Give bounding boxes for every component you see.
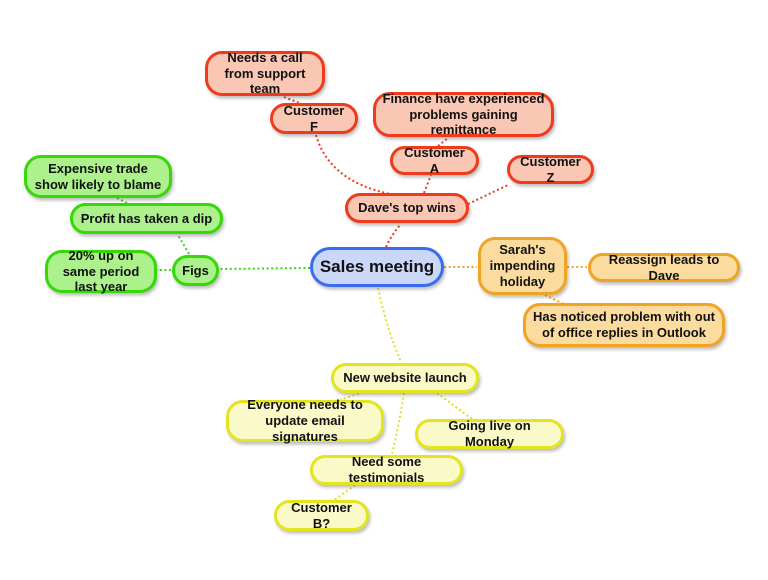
node-label: Dave's top wins — [358, 200, 456, 216]
node-label: Sales meeting — [319, 256, 435, 276]
connector-testimonials-to-customer-b — [332, 484, 356, 502]
node-email-signatures[interactable]: Everyone needs to update email signature… — [226, 397, 384, 444]
node-label: Needs a call from support team — [224, 49, 306, 97]
node-needs-call-support[interactable]: Needs a call from support team — [205, 49, 325, 97]
node-sales-meeting[interactable]: Sales meeting — [310, 247, 444, 287]
node-need-testimonials[interactable]: Need some testimonials — [310, 454, 463, 485]
connector-root-to-new-website — [377, 287, 402, 363]
connector-website-to-testimonials — [391, 392, 405, 455]
node-customer-f[interactable]: Customer F — [270, 103, 358, 134]
node-label: Everyone needs to update email signature… — [247, 397, 363, 444]
node-twenty-percent-up[interactable]: 20% up on same period last year — [45, 247, 157, 295]
connector-sarahs-to-has-noticed — [544, 294, 565, 305]
node-label: Customer F — [283, 102, 345, 134]
node-new-website-launch[interactable]: New website launch — [331, 363, 479, 393]
node-label: Customer A — [404, 144, 465, 176]
node-customer-b[interactable]: Customer B? — [274, 500, 369, 531]
connector-daves-to-customer-z — [467, 184, 509, 205]
connector-profit-to-expensive-trade — [116, 197, 128, 204]
node-label: Sarah's impending holiday — [489, 242, 556, 289]
node-label: Finance have experienced problems gainin… — [382, 90, 545, 138]
connector-website-to-going-live — [436, 392, 473, 420]
connector-customer-a-to-finance — [437, 137, 449, 147]
node-expensive-trade-show[interactable]: Expensive trade show likely to blame — [24, 155, 172, 198]
connector-daves-to-customer-f — [315, 134, 391, 195]
node-finance-remittance[interactable]: Finance have experienced problems gainin… — [373, 90, 554, 138]
node-label: Figs — [182, 262, 209, 278]
node-label: Expensive trade show likely to blame — [34, 160, 162, 192]
node-daves-top-wins[interactable]: Dave's top wins — [345, 193, 469, 223]
connector-root-to-daves-top-wins — [385, 223, 402, 248]
node-label: Need some testimonials — [348, 454, 425, 485]
connector-root-to-figs — [218, 267, 311, 270]
node-label: 20% up on same period last year — [62, 247, 140, 295]
node-customer-a[interactable]: Customer A — [390, 144, 479, 176]
node-label: New website launch — [343, 370, 467, 386]
node-reassign-leads[interactable]: Reassign leads to Dave — [588, 251, 740, 283]
node-label: Customer Z — [520, 153, 581, 185]
connector-website-to-everyone-needs — [339, 391, 364, 401]
connector-figs-to-profit-dip — [177, 234, 190, 255]
node-label: Has noticed problem with out of office r… — [532, 309, 715, 340]
node-label: Customer B? — [291, 499, 352, 531]
node-customer-z[interactable]: Customer Z — [507, 153, 594, 185]
node-profit-dip[interactable]: Profit has taken a dip — [70, 203, 223, 234]
node-label: Profit has taken a dip — [80, 210, 213, 226]
node-going-live-monday[interactable]: Going live on Monday — [415, 418, 564, 449]
node-label: Reassign leads to Dave — [608, 251, 720, 283]
connector-customer-f-to-needs-call — [283, 96, 303, 105]
node-label: Going live on Monday — [448, 418, 531, 449]
connector-daves-to-customer-a — [423, 174, 432, 194]
node-sarahs-holiday[interactable]: Sarah's impending holiday — [478, 237, 567, 295]
node-outlook-problem[interactable]: Has noticed problem with out of office r… — [523, 303, 725, 347]
node-figs[interactable]: Figs — [172, 255, 219, 286]
